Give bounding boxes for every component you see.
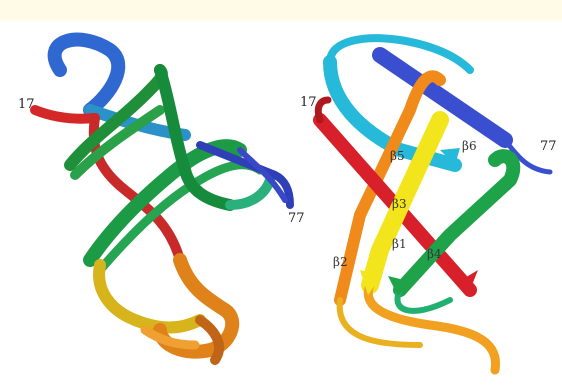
label-residue-77-left: 77: [288, 212, 305, 225]
label-residue-77-right: 77: [540, 140, 557, 153]
label-beta3: β3: [392, 198, 407, 210]
label-residue-17-left: 17: [18, 98, 35, 111]
label-beta2: β2: [333, 256, 348, 268]
label-residue-17-right: 17: [300, 96, 317, 109]
label-beta5: β5: [390, 150, 405, 162]
label-beta1: β1: [392, 238, 407, 250]
label-beta4: β4: [427, 248, 442, 260]
label-beta6: β6: [462, 140, 477, 152]
